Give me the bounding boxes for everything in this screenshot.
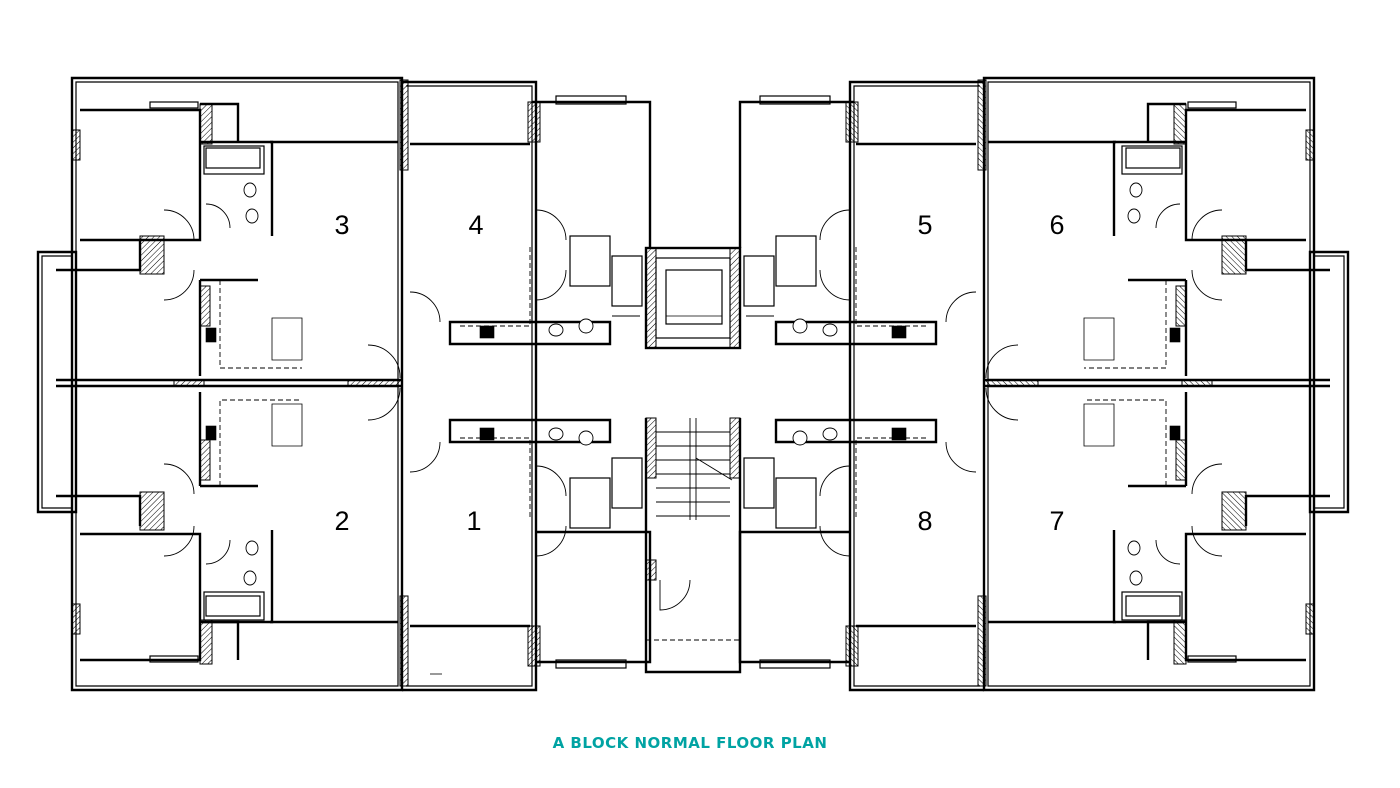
unit-label-7: 7 — [1049, 506, 1064, 536]
unit-label-8: 8 — [917, 506, 932, 536]
unit-label-2: 2 — [334, 506, 349, 536]
unit-label-6: 6 — [1049, 210, 1064, 240]
staircase — [656, 418, 733, 520]
plan-title: A BLOCK NORMAL FLOOR PLAN — [552, 734, 828, 752]
circulation-core — [644, 246, 742, 674]
unit-label-4: 4 — [468, 210, 483, 240]
left-wing — [36, 76, 652, 692]
right-wing — [738, 76, 1350, 692]
unit-label-5: 5 — [917, 210, 932, 240]
unit-label-1: 1 — [466, 506, 481, 536]
unit-labels: 3 4 5 6 2 1 8 7 — [334, 210, 1064, 536]
unit-label-3: 3 — [334, 210, 349, 240]
